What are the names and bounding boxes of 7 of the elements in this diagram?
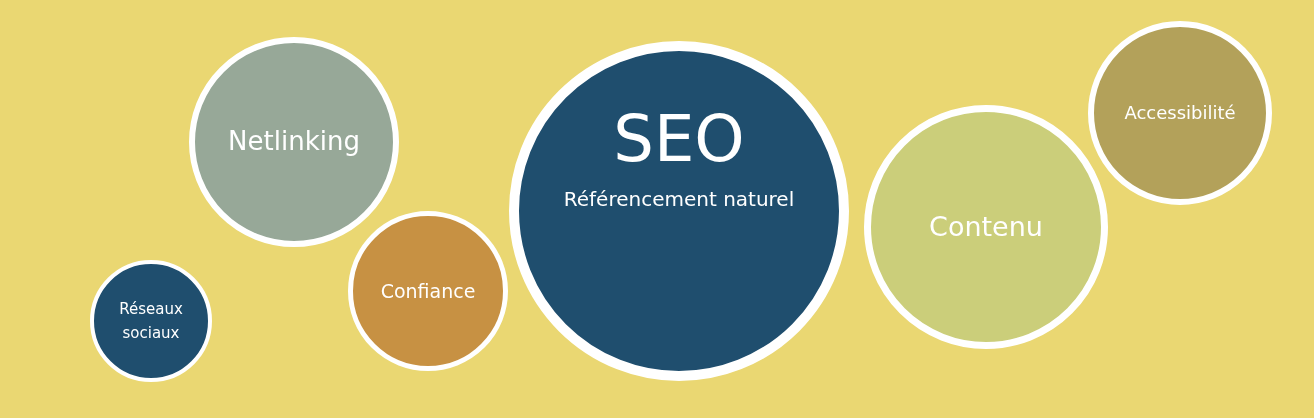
circle-label: Réseaux sociaux — [118, 299, 184, 344]
circle-subtitle: Référencement naturel — [563, 185, 795, 213]
circle-label: Netlinking — [228, 125, 360, 159]
circle-label: Contenu — [929, 210, 1043, 245]
circle-label: Confiance — [380, 278, 476, 304]
circle-heading: SEO — [613, 103, 745, 177]
circle-label: Accessibilité — [1124, 100, 1236, 125]
